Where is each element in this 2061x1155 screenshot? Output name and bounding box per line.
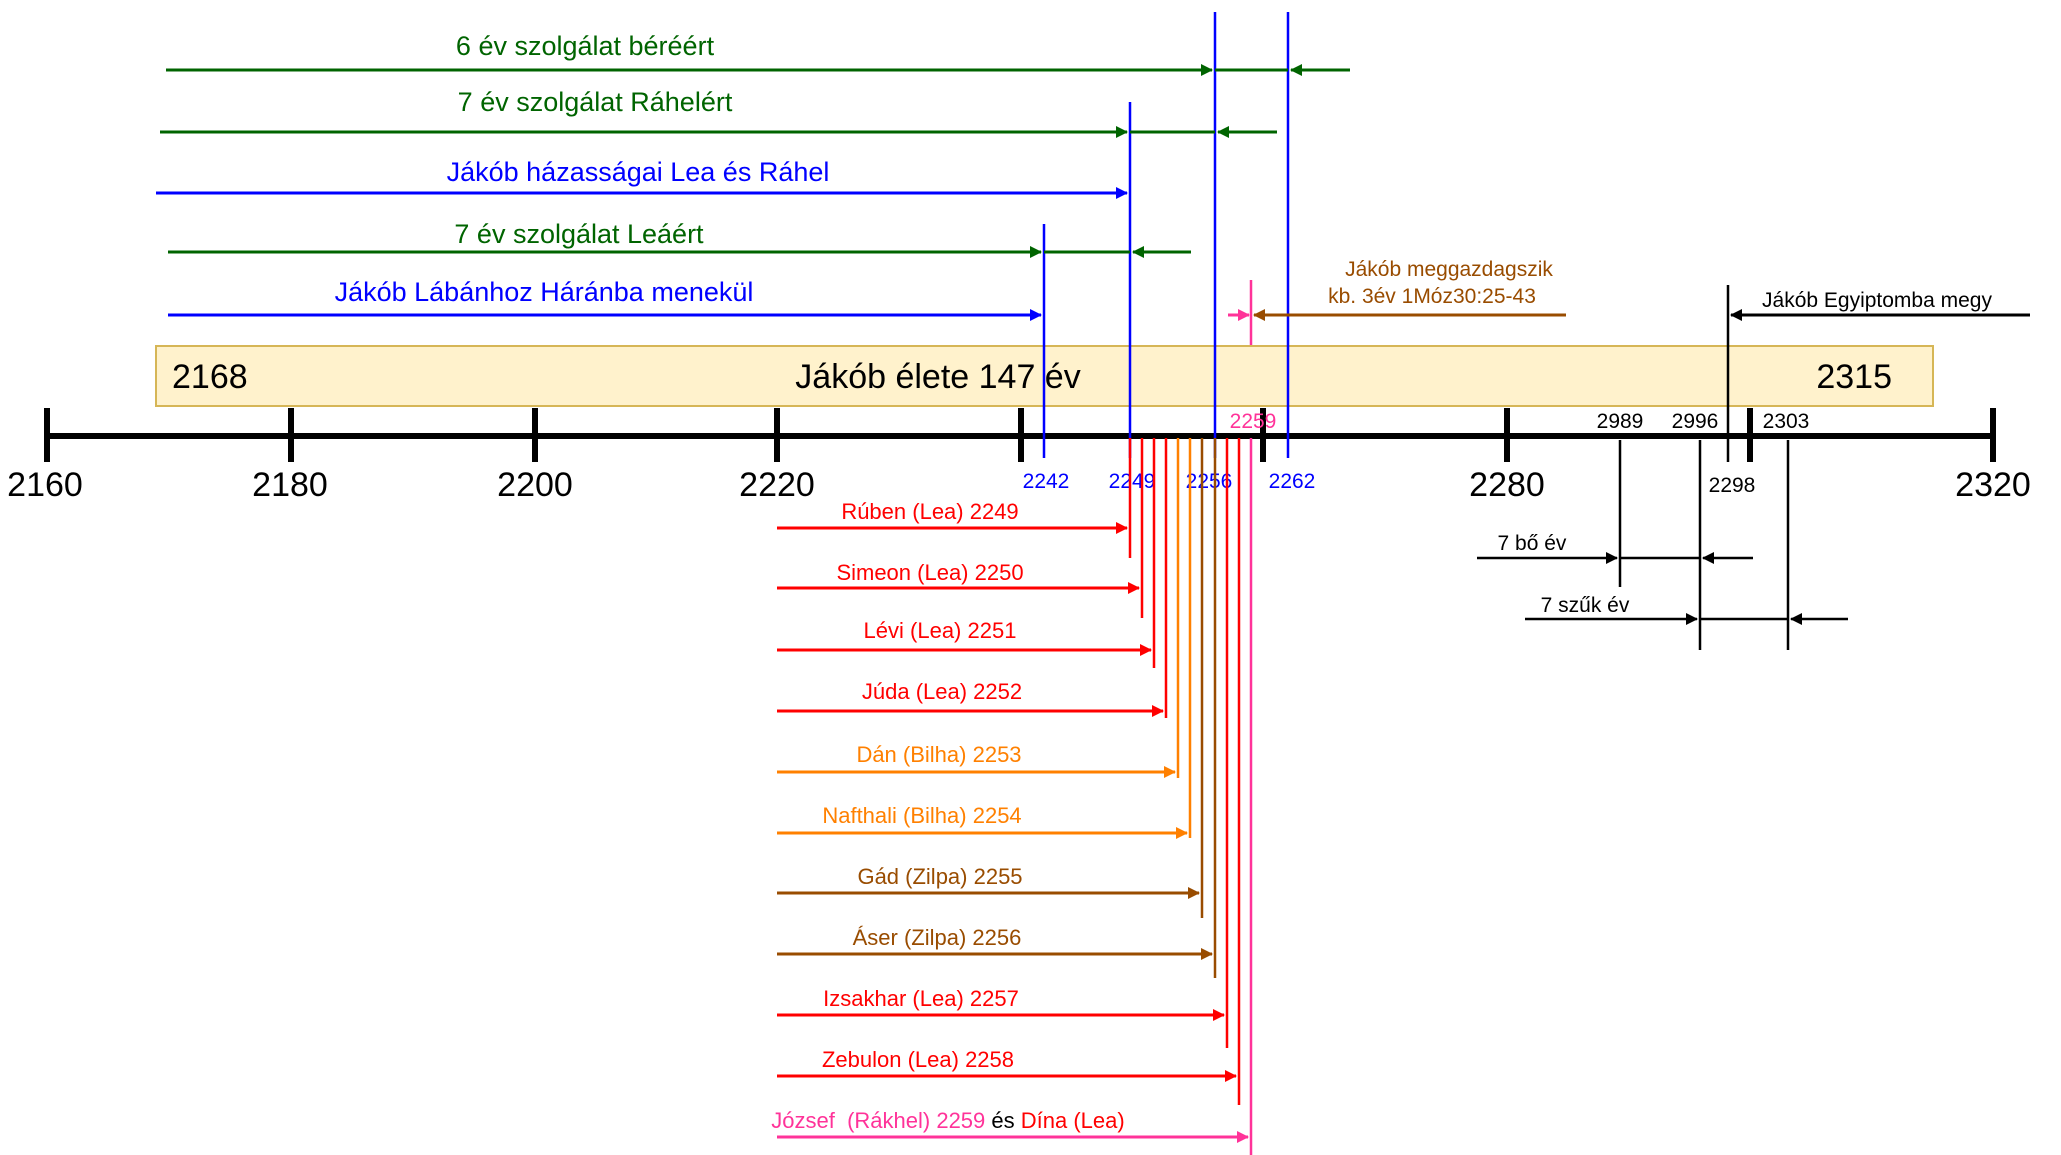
son-label-juda: Júda (Lea) 2252 xyxy=(862,679,1022,704)
marker-2242: 2242 xyxy=(1023,470,1070,493)
son-label-ruben: Rúben (Lea) 2249 xyxy=(841,499,1018,524)
son-label-jozsef-dina: József (Rákhel) 2259 és Dína (Lea) xyxy=(771,1108,1124,1133)
famine-lines xyxy=(1477,440,1848,650)
axis-label-2320: 2320 xyxy=(1955,466,2031,504)
axis-label-2160: 2160 xyxy=(7,466,83,504)
axis-label-2280: 2280 xyxy=(1469,466,1545,504)
son-label-jozsef: József (Rákhel) 2259 xyxy=(771,1108,985,1133)
label-marriages: Jákób házasságai Lea és Ráhel xyxy=(447,157,830,187)
note-wealth-line1: Jákób meggazdagszik xyxy=(1345,258,1553,281)
label-7-years-leah: 7 év szolgálat Leáért xyxy=(454,219,704,249)
marker-2303: 2303 xyxy=(1763,410,1810,433)
label-flee-to-haran: Jákób Lábánhoz Háránba menekül xyxy=(335,277,754,307)
axis-label-2220: 2220 xyxy=(739,466,815,504)
axis-label-2180: 2180 xyxy=(252,466,328,504)
marker-2298: 2298 xyxy=(1709,474,1756,497)
son-label-zebulon: Zebulon (Lea) 2258 xyxy=(822,1047,1014,1072)
son-label-nafthali: Nafthali (Bilha) 2254 xyxy=(822,803,1021,828)
life-end-label: 2315 xyxy=(1816,358,1892,396)
life-title: Jákób élete 147 év xyxy=(795,358,1080,396)
son-label-dina: Dína (Lea) xyxy=(1021,1108,1125,1133)
event-lines xyxy=(1042,12,1730,462)
son-label-izsakhar: Izsakhar (Lea) 2257 xyxy=(823,986,1019,1011)
note-wealth-line2: kb. 3év 1Móz30:25-43 xyxy=(1328,285,1536,308)
son-label-gad: Gád (Zilpa) 2255 xyxy=(857,864,1022,889)
sons-arrows xyxy=(777,522,1249,1143)
marker-2256: 2256 xyxy=(1186,470,1233,493)
label-6-years-wages: 6 év szolgálat béréért xyxy=(456,31,715,61)
son-label-dan: Dán (Bilha) 2253 xyxy=(856,742,1021,767)
son-label-aser: Áser (Zilpa) 2256 xyxy=(853,925,1022,950)
marker-2996: 2996 xyxy=(1672,410,1719,433)
son-label-simeon: Simeon (Lea) 2250 xyxy=(836,560,1023,585)
son-label-levi: Lévi (Lea) 2251 xyxy=(864,618,1017,643)
son-label-and: és xyxy=(985,1108,1020,1133)
sons-lines xyxy=(1128,438,1253,1155)
top-arrow-labels: 6 év szolgálat béréért 7 év szolgálat Rá… xyxy=(335,31,830,307)
label-good-years: 7 bő év xyxy=(1498,532,1567,555)
top-arrows xyxy=(156,64,2030,321)
marker-2259: 2259 xyxy=(1230,410,1277,433)
notes: Jákób meggazdagszik kb. 3év 1Móz30:25-43… xyxy=(1328,258,1992,312)
axis-labels: 2160 2180 2200 2220 2280 2320 xyxy=(7,466,2031,504)
marker-2262: 2262 xyxy=(1269,470,1316,493)
note-egypt: Jákób Egyiptomba megy xyxy=(1762,289,1992,312)
marker-2989: 2989 xyxy=(1597,410,1644,433)
famine-labels: 7 bő év 7 szűk év xyxy=(1498,532,1630,617)
timeline-axis xyxy=(44,408,1996,462)
label-lean-years: 7 szűk év xyxy=(1541,594,1630,617)
marker-labels: 2242 2249 2256 2262 2259 2989 2996 2303 … xyxy=(1023,410,1810,497)
axis-label-2200: 2200 xyxy=(497,466,573,504)
life-start-label: 2168 xyxy=(172,358,248,396)
marker-2249: 2249 xyxy=(1109,470,1156,493)
label-7-years-rachel: 7 év szolgálat Ráhelért xyxy=(458,87,733,117)
sons-labels: Rúben (Lea) 2249 Simeon (Lea) 2250 Lévi … xyxy=(771,499,1124,1133)
